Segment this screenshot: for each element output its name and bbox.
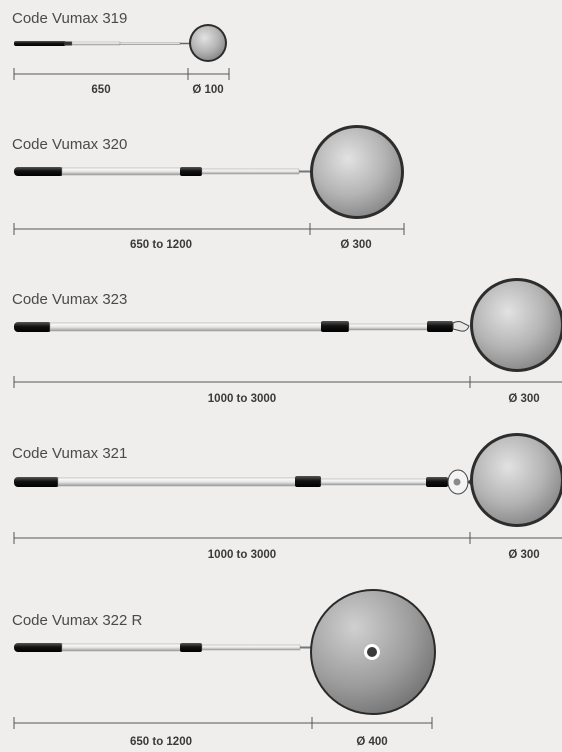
product-vumax-321: Code Vumax 321 1000 to 3000 Ø 300: [12, 433, 562, 561]
telescopic-mirror-drawing: [14, 278, 562, 372]
handle-grip: [14, 477, 60, 487]
lock-collar: [295, 476, 321, 487]
length-dimension-label: 1000 to 3000: [208, 549, 276, 561]
product-vumax-322r: Code Vumax 322 R 650 to 1200 Ø 400: [12, 589, 436, 748]
handle-grip: [14, 643, 64, 652]
telescopic-mirror-drawing: [14, 433, 562, 527]
collar: [64, 41, 72, 46]
mirror-glass: [313, 128, 401, 216]
inner-tube: [201, 168, 300, 175]
product-title: Code Vumax 321: [12, 445, 127, 462]
outer-tube: [61, 643, 183, 652]
diameter-dimension-label: Ø 300: [340, 239, 371, 251]
product-vumax-319: Code Vumax 319 650 Ø 100: [12, 10, 230, 96]
swivel-joint: [452, 321, 470, 332]
length-dimension-label: 1000 to 3000: [208, 393, 276, 405]
diameter-dimension-label: Ø 400: [356, 736, 387, 748]
lock-collar: [180, 643, 202, 652]
product-title: Code Vumax 322 R: [12, 612, 143, 629]
telescopic-mirror-drawing: [14, 24, 227, 62]
telescopic-mirror-drawing: [14, 589, 436, 715]
product-title: Code Vumax 320: [12, 136, 127, 153]
dimension-lines: [13, 68, 230, 80]
length-dimension-label: 650 to 1200: [130, 239, 192, 251]
dimension-lines: [13, 223, 405, 235]
dimension-lines: [13, 376, 562, 388]
lock-collar: [180, 167, 202, 176]
dimension-lines: [13, 717, 433, 729]
swivel-pin: [453, 478, 461, 486]
handle-grip: [14, 322, 52, 332]
length-dimension-label: 650: [91, 84, 110, 96]
product-vumax-323: Code Vumax 323 1000 to 3000 Ø 300: [12, 278, 562, 405]
lock-collar: [426, 477, 448, 487]
product-vumax-320: Code Vumax 320 650 to 1200 Ø 300: [12, 125, 405, 251]
mirror-glass: [473, 436, 561, 524]
handle-grip: [14, 167, 64, 176]
diameter-dimension-label: Ø 300: [508, 549, 539, 561]
outer-tube: [61, 167, 183, 176]
middle-tube: [348, 323, 429, 331]
shaft: [71, 41, 121, 46]
product-title: Code Vumax 319: [12, 10, 127, 27]
mirror-glass: [473, 281, 561, 369]
outer-tube: [57, 477, 297, 487]
inner-tube: [201, 644, 301, 651]
lock-collar: [321, 321, 349, 332]
center-hole: [367, 647, 377, 657]
handle-grip: [14, 41, 66, 46]
telescopic-mirror-drawing: [14, 125, 404, 219]
lock-collar: [427, 321, 453, 332]
product-title: Code Vumax 323: [12, 291, 127, 308]
shaft: [119, 42, 181, 45]
inner-tube: [320, 478, 428, 486]
outer-tube: [49, 322, 324, 332]
diameter-dimension-label: Ø 300: [508, 393, 539, 405]
dimension-lines: [13, 532, 562, 544]
mirror-glass: [191, 26, 225, 60]
diameter-dimension-label: Ø 100: [192, 84, 223, 96]
length-dimension-label: 650 to 1200: [130, 736, 192, 748]
